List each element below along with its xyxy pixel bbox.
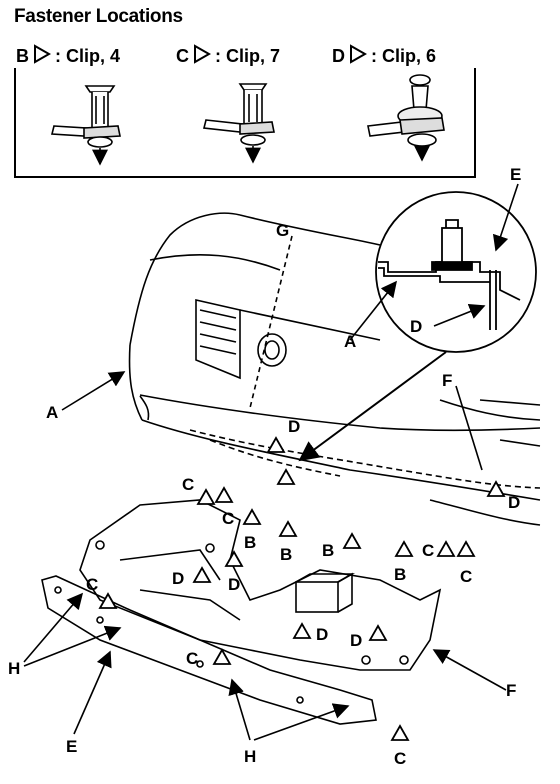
callout-d-2: D: [508, 493, 520, 512]
callout-a-inset: A: [344, 332, 356, 351]
callout-h-left: H: [8, 659, 20, 678]
callout-c-1: C: [182, 475, 194, 494]
callout-b-2: B: [280, 545, 292, 564]
callout-d-inset: D: [410, 317, 422, 336]
triangle-marker-icon: [349, 44, 368, 69]
callout-c-6: C: [186, 649, 198, 668]
bumper-outline: [128, 212, 541, 526]
clip-c-text: : Clip, 7: [215, 46, 281, 66]
callout-d-1: D: [288, 417, 300, 436]
clip-label-b: B : Clip, 4: [16, 44, 120, 69]
callout-d-6: D: [350, 631, 362, 650]
fastener-triangles: [98, 436, 506, 741]
clip-c-illustration: [203, 83, 275, 164]
callout-d-3: D: [172, 569, 184, 588]
callout-e-inset: E: [510, 165, 521, 184]
clip-illustration-box: [14, 68, 476, 178]
callout-b-4: B: [394, 565, 406, 584]
callout-c-5: C: [86, 575, 98, 594]
clip-label-d: D : Clip, 6: [332, 44, 436, 69]
callout-b-1: B: [244, 533, 256, 552]
clip-d-text: : Clip, 6: [371, 46, 437, 66]
clip-c-letter: C: [176, 46, 189, 66]
callout-d-5: D: [316, 625, 328, 644]
callout-c-4: C: [460, 567, 472, 586]
callout-a: A: [46, 403, 58, 422]
callout-f-top: F: [442, 371, 452, 390]
clip-b-text: : Clip, 4: [55, 46, 121, 66]
callout-g: G: [276, 221, 289, 240]
undercover-panel: [79, 499, 442, 671]
callout-d-4: D: [228, 575, 240, 594]
clip-d-letter: D: [332, 46, 345, 66]
triangle-marker-icon: [33, 44, 52, 69]
clip-b-illustration: [50, 85, 121, 166]
clip-label-c: C : Clip, 7: [176, 44, 280, 69]
page-title: Fastener Locations: [14, 6, 183, 27]
detail-inset: [375, 191, 537, 353]
clip-b-letter: B: [16, 46, 29, 66]
callout-e: E: [66, 737, 77, 756]
clip-d-illustration: [367, 74, 445, 162]
triangle-marker-icon: [193, 44, 212, 69]
callout-f-bottom: F: [506, 681, 516, 700]
callout-h-bottom: H: [244, 747, 256, 766]
lower-splash-shield: [41, 575, 377, 725]
callout-c-7: C: [394, 749, 406, 768]
callout-c-2: C: [222, 509, 234, 528]
callout-c-3: C: [422, 541, 434, 560]
callout-b-3: B: [322, 541, 334, 560]
